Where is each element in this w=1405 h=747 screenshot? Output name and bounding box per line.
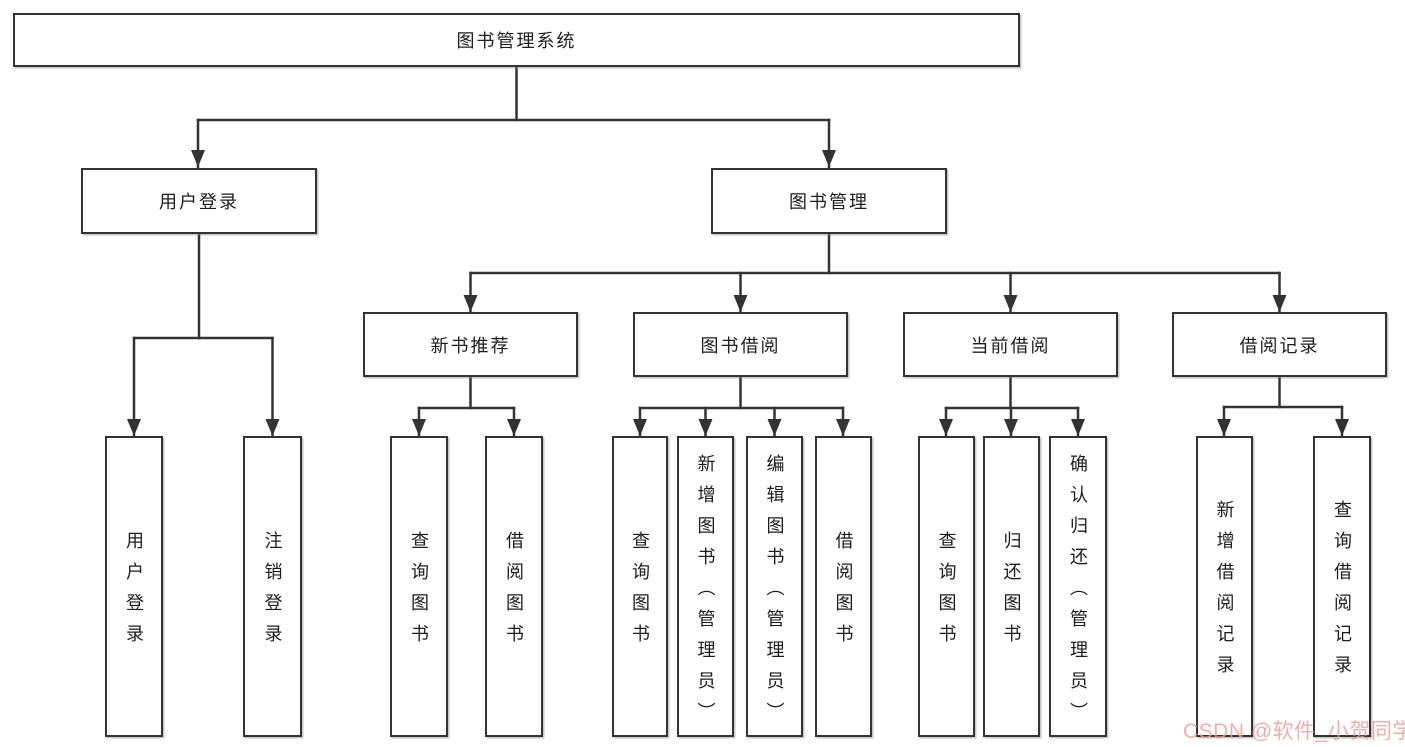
leaf-borrowing-edit-books-admin: 编辑图书（管理员）: [746, 436, 803, 737]
node-label: 查询图书: [630, 531, 650, 655]
leaf-records-query-record: 查询借阅记录: [1313, 436, 1371, 737]
connector-current-borrowing: [939, 375, 1085, 438]
node-label: 编辑图书（管理员）: [764, 453, 785, 733]
node-new-book-recommend: 新书推荐: [363, 312, 578, 377]
connector-borrowing-records: [1217, 375, 1349, 438]
node-label: 借阅记录: [1239, 335, 1320, 356]
leaf-current-return-books: 归还图书: [983, 436, 1040, 737]
leaf-logout: 注销登录: [243, 436, 302, 737]
node-label: 归还图书: [1001, 531, 1022, 655]
node-label: 查询借阅记录: [1332, 500, 1352, 686]
node-label: 查询图书: [936, 531, 957, 655]
leaf-current-confirm-return-admin: 确认归还（管理员）: [1049, 436, 1107, 737]
node-book-borrowing: 图书借阅: [633, 312, 848, 377]
node-current-borrowing: 当前借阅: [903, 312, 1118, 377]
node-borrowing-records: 借阅记录: [1172, 312, 1387, 377]
connector-new-book-recommend: [412, 375, 521, 438]
leaf-newbook-borrow-books: 借阅图书: [485, 436, 543, 737]
connector-book-management: [463, 232, 1287, 314]
leaf-newbook-query-books: 查询图书: [390, 436, 448, 737]
node-label: 借阅图书: [504, 531, 524, 655]
node-label: 图书管理系统: [456, 31, 577, 51]
node-label: 新增借阅记录: [1214, 500, 1235, 686]
leaf-user-login: 用户登录: [105, 436, 163, 737]
node-label: 注销登录: [262, 531, 283, 655]
node-label: 查询图书: [409, 531, 429, 655]
leaf-borrowing-add-books-admin: 新增图书（管理员）: [677, 436, 734, 737]
leaf-records-add-record: 新增借阅记录: [1196, 436, 1253, 737]
node-root: 图书管理系统: [13, 13, 1020, 67]
leaf-borrowing-borrow-books: 借阅图书: [815, 436, 872, 737]
connector-book-borrowing: [633, 375, 850, 438]
node-label: 新书推荐: [430, 335, 511, 356]
csdn-watermark: CSDN @软件_小贺同学: [1183, 720, 1405, 743]
connector-user-login: [127, 232, 280, 438]
node-label: 用户登录: [124, 531, 144, 655]
node-label: 图书借阅: [700, 335, 781, 356]
leaf-current-query-books: 查询图书: [918, 436, 975, 737]
node-label: 确认归还（管理员）: [1068, 453, 1088, 733]
connector-root: [191, 65, 836, 169]
node-user-login: 用户登录: [81, 168, 317, 234]
node-label: 用户登录: [159, 192, 239, 212]
node-book-management: 图书管理: [711, 168, 947, 234]
node-label: 借阅图书: [833, 531, 854, 655]
node-label: 当前借阅: [970, 335, 1051, 356]
node-label: 图书管理: [789, 192, 869, 212]
node-label: 新增图书（管理员）: [695, 453, 716, 733]
leaf-borrowing-query-books: 查询图书: [612, 436, 668, 737]
